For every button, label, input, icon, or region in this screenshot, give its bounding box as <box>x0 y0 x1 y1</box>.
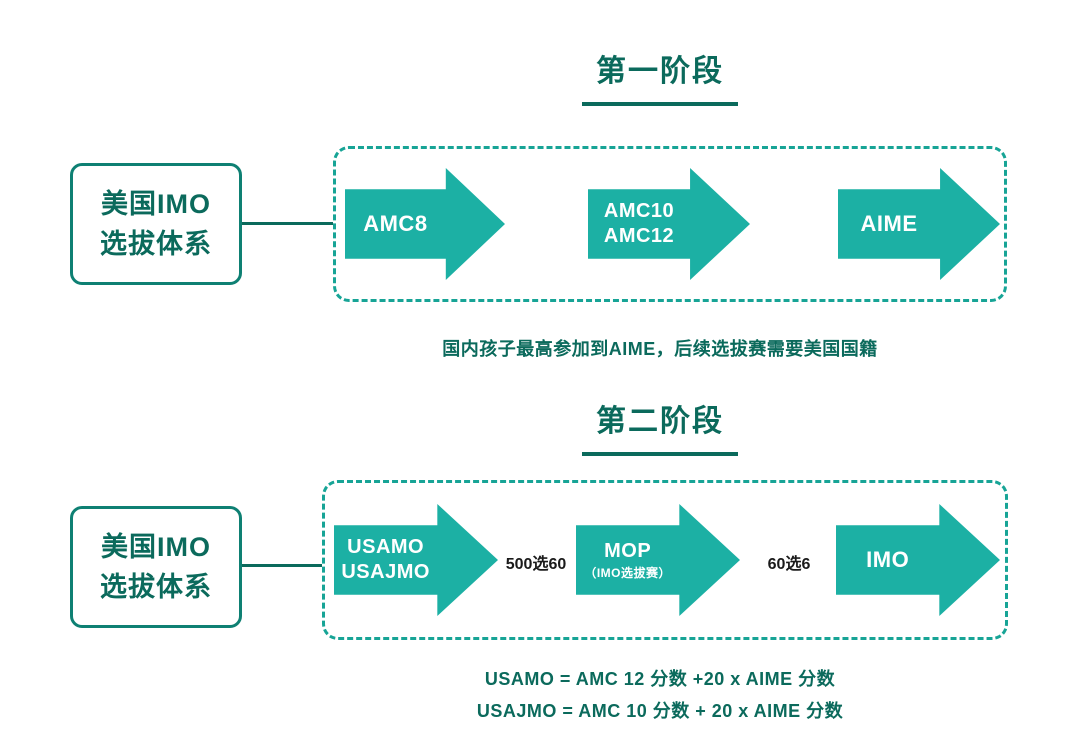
stage1-dashed-container <box>333 146 1007 302</box>
source-box-line2: 选拔体系 <box>100 572 212 602</box>
arrow-mop-subtext: （IMO选拔赛） <box>584 565 671 580</box>
connector-line-stage1 <box>242 222 333 225</box>
arrow-amc10-amc12-label: AMC10 AMC12 <box>588 168 690 280</box>
stage1-caption: 国内孩子最高参加到AIME，后续选拔赛需要美国国籍 <box>442 339 878 359</box>
source-box-line1: 美国IMO <box>101 532 211 562</box>
source-box-stage1: 美国IMO 选拔体系 <box>70 163 242 285</box>
arrow-aime-text: AIME <box>860 211 918 236</box>
arrow-usajmo-text: USAJMO <box>341 561 430 583</box>
arrow-imo-text: IMO <box>866 547 910 572</box>
source-box-stage2: 美国IMO 选拔体系 <box>70 506 242 628</box>
stage1-title: 第一阶段 <box>582 46 738 106</box>
stage2-caption-usamo: USAMO = AMC 12 分数 +20 x AIME 分数 <box>484 669 836 689</box>
arrow-mop-label: MOP （IMO选拔赛） <box>576 504 679 616</box>
arrow-amc8-label: AMC8 <box>345 168 446 280</box>
connector-line-stage2 <box>242 564 322 567</box>
connector-label-500-60: 500选60 <box>505 556 567 573</box>
source-box-line1: 美国IMO <box>101 189 211 219</box>
arrow-amc8-text: AMC8 <box>363 211 428 236</box>
stage2-dashed-container <box>322 480 1008 640</box>
arrow-mop-text: MOP <box>604 539 652 562</box>
arrow-aime-label: AIME <box>838 168 940 280</box>
stage2-title-wrap: 第二阶段 <box>240 396 1080 456</box>
stage1-title-wrap: 第一阶段 <box>240 46 1080 106</box>
connector-label-60-6: 60选6 <box>767 556 811 573</box>
arrow-imo-label: IMO <box>836 504 939 616</box>
source-box-line2: 选拔体系 <box>100 229 212 259</box>
arrow-amc10-text: AMC10 <box>603 200 675 222</box>
stage2-caption-usajmo: USAJMO = AMC 10 分数 + 20 x AIME 分数 <box>476 701 844 721</box>
arrow-amc12-text: AMC12 <box>603 225 675 247</box>
arrow-usamo-text: USAMO <box>347 536 425 558</box>
arrow-usamo-usajmo-label: USAMO USAJMO <box>334 504 437 616</box>
stage2-title: 第二阶段 <box>582 396 738 456</box>
